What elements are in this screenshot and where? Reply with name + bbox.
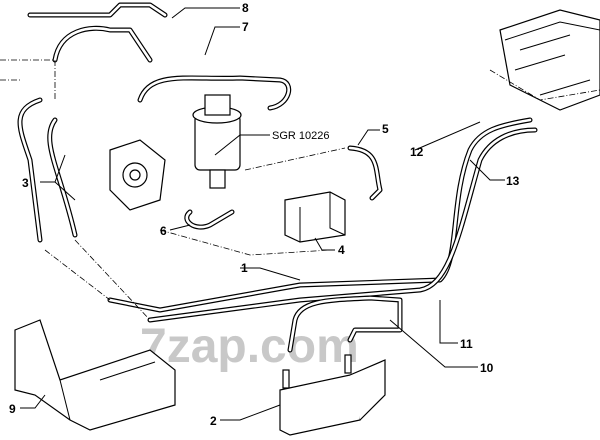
callout-4: 4 — [338, 243, 345, 257]
callout-1: 1 — [241, 261, 248, 275]
callout-11: 11 — [460, 337, 473, 351]
fuel-cooler — [279, 354, 386, 436]
callout-7: 7 — [242, 20, 249, 34]
callout-sgr-10226: SGR 10226 — [272, 130, 329, 142]
callout-2: 2 — [210, 414, 217, 428]
callout-13: 13 — [506, 174, 520, 188]
fuel-cooler-canister — [284, 191, 346, 243]
callout-9: 9 — [9, 402, 16, 416]
watermark: 7zap.com — [140, 320, 359, 373]
air-duct — [14, 319, 176, 431]
callout-5: 5 — [382, 122, 389, 136]
callout-8: 8 — [242, 1, 249, 15]
callout-3: 3 — [22, 176, 29, 190]
engine-block-outline — [489, 9, 600, 111]
fuel-pipes — [17, 2, 538, 353]
callout-12: 12 — [410, 145, 424, 159]
high-pressure-pump — [109, 139, 166, 211]
callout-6: 6 — [160, 224, 167, 238]
callout-10: 10 — [480, 361, 494, 375]
fuel-filter — [192, 94, 242, 189]
